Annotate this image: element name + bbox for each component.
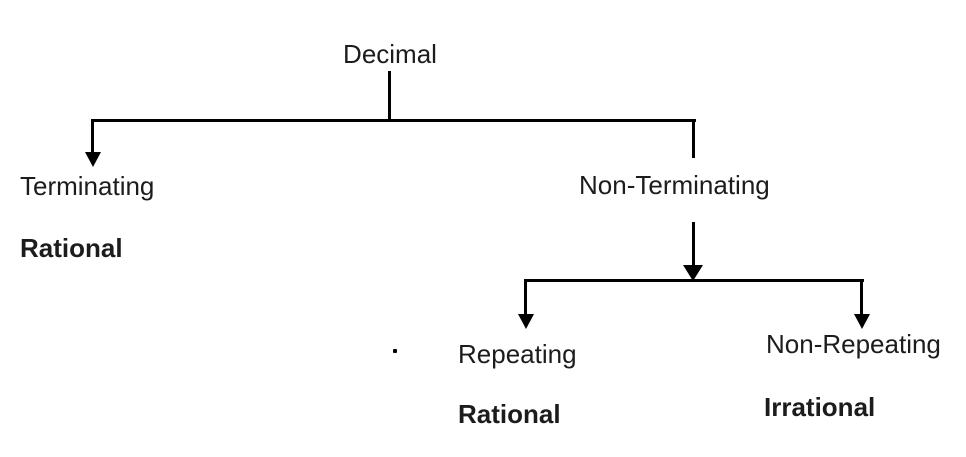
arrowhead-terminating — [85, 152, 101, 167]
arrowhead-non-terminating-stem — [683, 265, 703, 281]
connector-level2-horizontal — [524, 279, 864, 282]
classification-terminating-rational: Rational — [20, 233, 123, 263]
node-terminating: Terminating — [20, 171, 155, 201]
arrowhead-repeating — [518, 314, 534, 329]
connector-non-repeating-drop — [860, 279, 863, 315]
connector-decimal-stem — [388, 71, 391, 122]
connector-non-terminating-stem — [692, 222, 695, 267]
connector-non-terminating-drop — [692, 119, 695, 158]
node-decimal: Decimal — [343, 39, 437, 69]
stray-dot-mark — [393, 349, 397, 353]
node-repeating: Repeating — [458, 339, 577, 369]
connector-terminating-drop — [91, 119, 94, 153]
classification-non-repeating-irrational: Irrational — [764, 392, 876, 422]
classification-repeating-rational: Rational — [458, 399, 561, 429]
node-non-terminating: Non-Terminating — [579, 170, 770, 200]
arrowhead-non-repeating — [854, 314, 870, 329]
connector-repeating-drop — [524, 279, 527, 315]
node-non-repeating: Non-Repeating — [766, 329, 941, 359]
connector-level1-horizontal — [91, 119, 696, 122]
